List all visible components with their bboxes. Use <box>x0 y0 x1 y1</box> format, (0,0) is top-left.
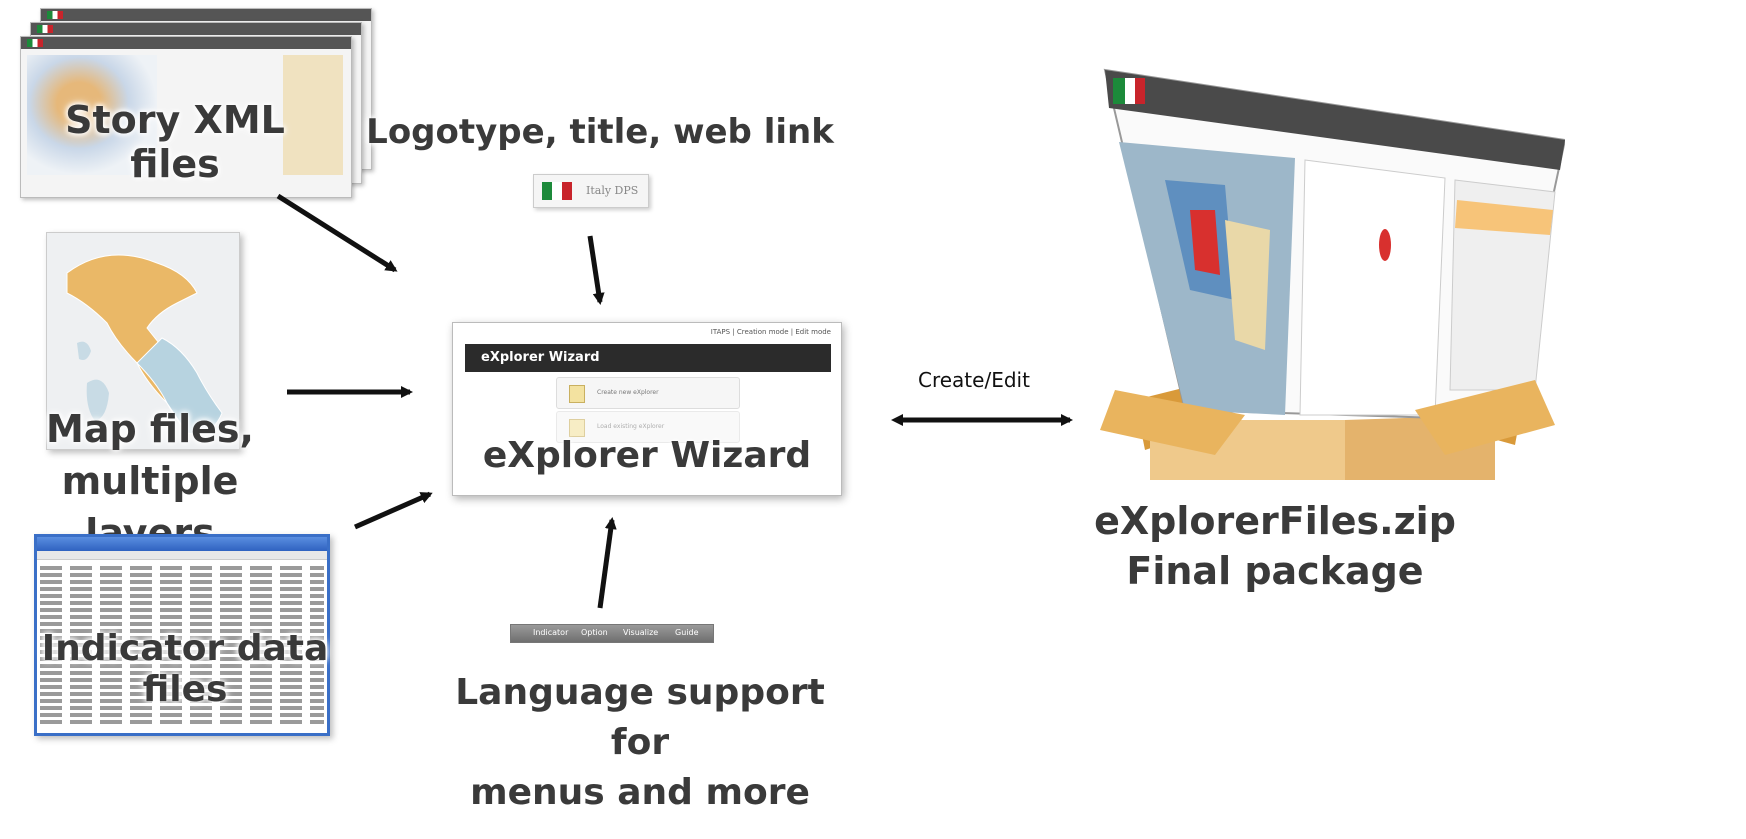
arrow-language <box>597 517 617 609</box>
story-sheet-front <box>20 36 352 198</box>
language-label: Language support for menus and more <box>455 672 825 813</box>
map-card <box>46 232 240 450</box>
story-xml-label: Story XML files <box>65 98 285 186</box>
arrow-logotype <box>587 235 605 305</box>
folder-icon <box>569 419 585 437</box>
package-box-icon <box>1100 68 1565 480</box>
zip-label: eXplorerFiles.zip Final package <box>1094 499 1456 593</box>
arrow-indicator <box>353 491 433 530</box>
map-files-label: Map files, multiple layers <box>46 407 254 555</box>
data-window <box>34 534 330 736</box>
indicator-label: Indicator data files <box>41 628 329 710</box>
create-new-button[interactable]: Create new eXplorer <box>556 377 740 409</box>
wizard-header-title: eXplorer Wizard <box>481 350 600 365</box>
explorer-wizard-window: ITAPS | Creation mode | Edit mode eXplor… <box>452 322 842 496</box>
logotype-label: Logotype, title, web link <box>366 112 834 152</box>
menubar-item: Indicator <box>533 628 569 637</box>
menubar-item: Visualize <box>623 628 659 637</box>
document-icon <box>569 385 585 403</box>
wizard-title: eXplorer Wizard <box>482 435 812 476</box>
italy-map-icon <box>47 233 239 449</box>
load-existing-button[interactable]: Load existing eXplorer <box>556 411 740 443</box>
wizard-top-links: ITAPS | Creation mode | Edit mode <box>710 328 831 336</box>
menubar-item: Guide <box>675 628 699 637</box>
load-existing-label: Load existing eXplorer <box>597 423 665 430</box>
menubar-item: Option <box>581 628 608 637</box>
create-new-label: Create new eXplorer <box>597 389 659 396</box>
arrow-story <box>276 193 398 273</box>
logo-chip: Italy DPS <box>533 174 649 208</box>
wizard-header: eXplorer Wizard <box>465 344 831 372</box>
logo-chip-text: Italy DPS <box>586 184 639 197</box>
create-edit-label: Create/Edit <box>918 368 1030 392</box>
italy-flag-icon <box>542 182 572 200</box>
menubar-sample: Indicator Option Visualize Guide <box>510 624 714 643</box>
